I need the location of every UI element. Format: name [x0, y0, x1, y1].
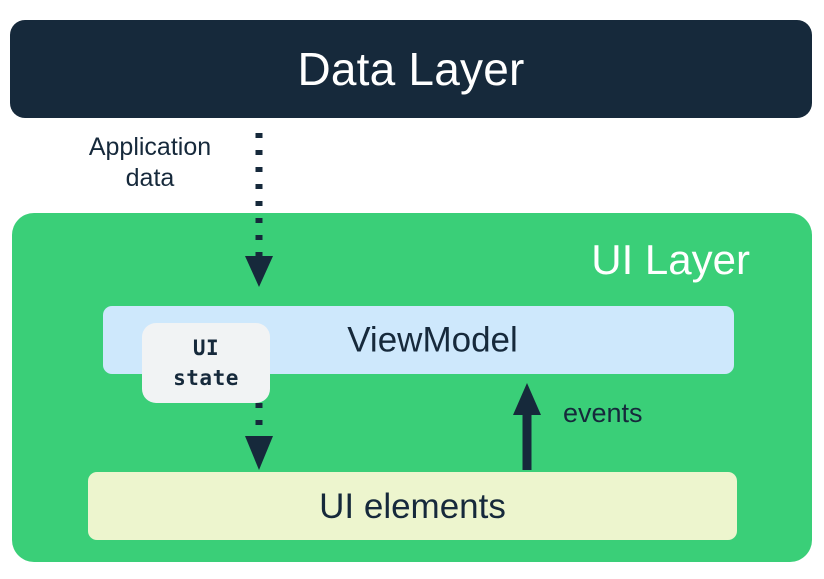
ui-elements-label: UI elements	[319, 486, 506, 526]
data-layer-box: Data Layer	[10, 20, 812, 118]
data-layer-label: Data Layer	[297, 43, 525, 95]
ui-state-label-line1: UI	[192, 335, 220, 360]
viewmodel-label: ViewModel	[347, 320, 518, 360]
application-data-label: Application data	[60, 132, 240, 193]
application-data-label-line2: data	[125, 163, 175, 192]
ui-elements-box: UI elements	[88, 472, 737, 540]
events-label: events	[563, 398, 643, 428]
ui-layer-box: UI Layer ViewModel UI state UI elements	[12, 213, 812, 562]
ui-state-label-line2: state	[173, 366, 239, 390]
application-data-label-line1: Application	[88, 133, 212, 161]
ui-layer-label: UI Layer	[591, 236, 750, 283]
ui-state-chip: UI state	[142, 323, 270, 403]
